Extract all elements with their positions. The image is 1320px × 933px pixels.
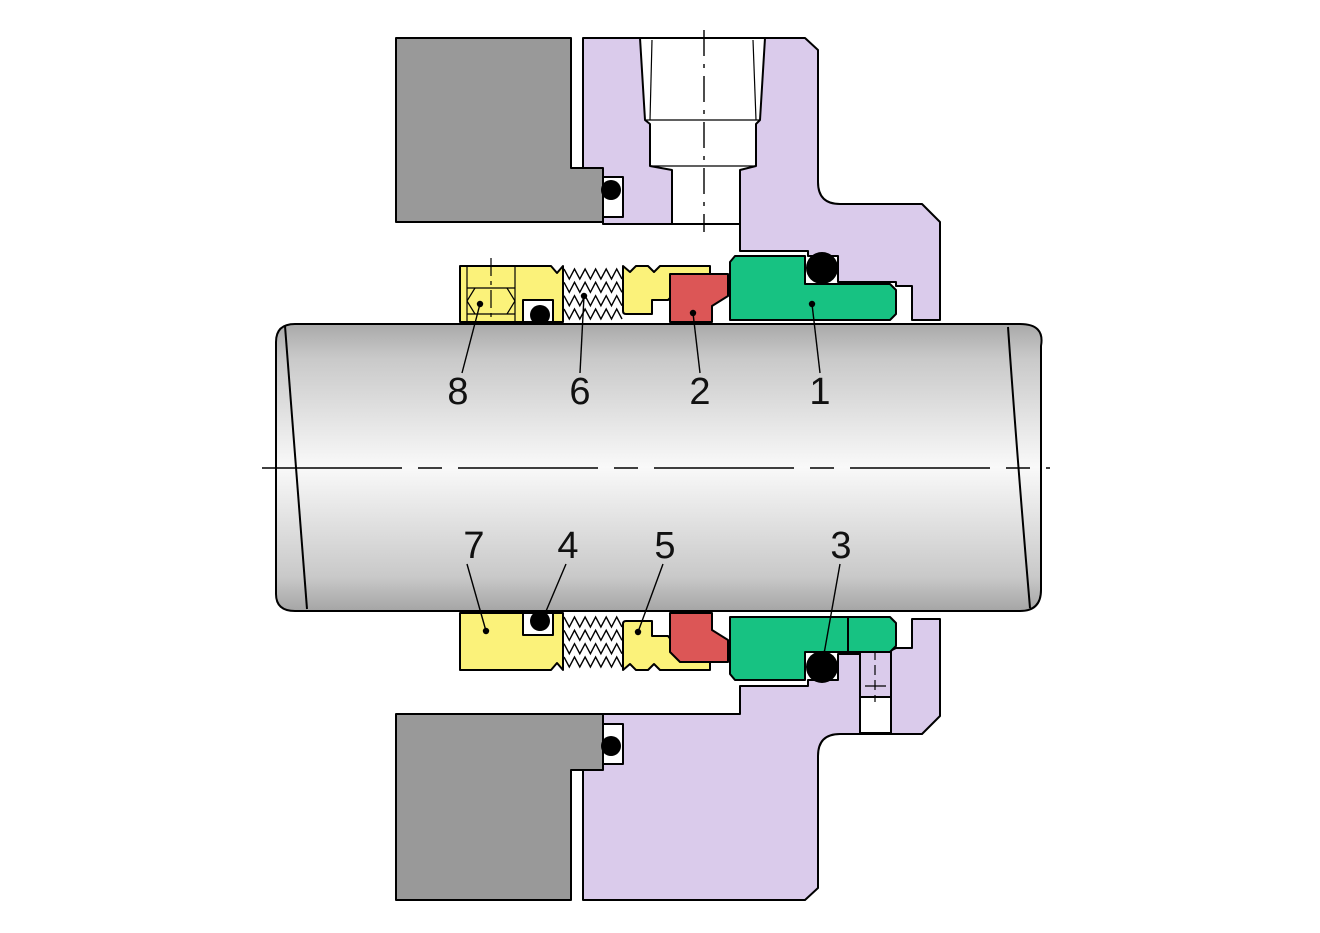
label-3: 3 (830, 525, 851, 567)
seat-o-ring-lower (806, 651, 838, 683)
seat-o-ring-upper (806, 252, 838, 284)
rotating-face-upper (669, 273, 729, 323)
label-8: 8 (447, 371, 468, 413)
leaders (461, 292, 841, 658)
rotating-face-lower (669, 612, 729, 663)
wave-spring-lower (563, 615, 623, 669)
stationary-seat-upper (729, 255, 897, 321)
housing-upper (395, 37, 604, 223)
label-7: 7 (463, 525, 484, 567)
label-5: 5 (654, 525, 675, 567)
label-4: 4 (557, 525, 578, 567)
label-1: 1 (809, 371, 830, 413)
housing-o-ring-upper (601, 180, 621, 200)
wave-spring-upper (563, 267, 623, 321)
housing-o-ring-lower (601, 736, 621, 756)
gland-lower (582, 618, 941, 901)
label-6: 6 (569, 371, 590, 413)
collar-o-ring-upper (530, 305, 550, 325)
label-2: 2 (689, 371, 710, 413)
housing-lower (395, 713, 604, 901)
